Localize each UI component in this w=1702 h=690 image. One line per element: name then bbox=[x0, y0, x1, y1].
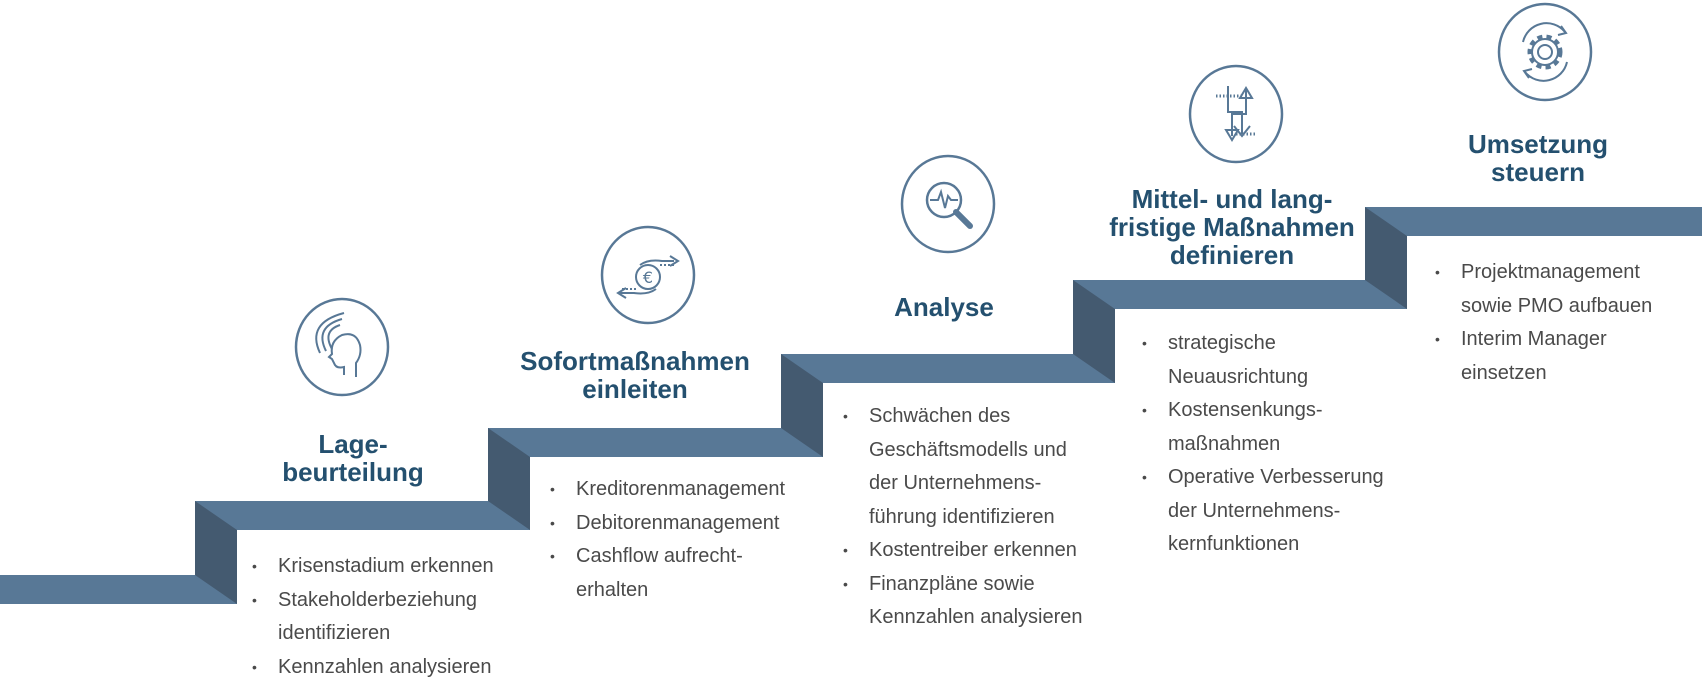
step-bullet-list: • Krisenstadium erkennen • Stakeholderbezie… bbox=[252, 550, 494, 684]
stair-tread bbox=[1365, 207, 1702, 236]
stair-riser bbox=[1365, 207, 1407, 309]
list-item-line: Projektmanagement bbox=[1461, 261, 1640, 283]
svg-text:€: € bbox=[643, 268, 653, 287]
list-item: • Projektmanagement sowie PMO aufbauen bbox=[1435, 256, 1652, 323]
list-item-line: Operative Verbesserung bbox=[1168, 466, 1384, 488]
list-item-line: Krisenstadium erkennen bbox=[278, 555, 494, 577]
list-item-line: Neuausrichtung bbox=[1168, 365, 1309, 388]
list-item-line: maßnahmen bbox=[1168, 432, 1281, 455]
list-item: • Interim Manager einsetzen bbox=[1435, 323, 1652, 390]
list-item-line: Stakeholderbeziehung bbox=[278, 588, 478, 611]
bullet-icon: • bbox=[1142, 469, 1147, 485]
list-item-line: Kostentreiber erkennen bbox=[869, 539, 1077, 561]
head-waves-icon bbox=[292, 297, 392, 397]
bullet-icon: • bbox=[252, 558, 257, 574]
bullet-icon: • bbox=[1142, 402, 1147, 418]
list-item-line: erhalten bbox=[576, 578, 649, 601]
stair-tread bbox=[781, 354, 1115, 383]
bullet-icon: • bbox=[1142, 335, 1147, 351]
list-item: • Kreditorenmanagement bbox=[550, 473, 785, 507]
list-item-line: Kostensenkungs- bbox=[1168, 399, 1323, 421]
list-item-line: Schwächen des bbox=[869, 405, 1011, 427]
list-item-line: einsetzen bbox=[1461, 361, 1547, 384]
step-title-line: Umsetzung bbox=[1467, 129, 1609, 159]
stair-tread bbox=[195, 501, 530, 530]
list-item: • Kostentreiber erkennen bbox=[843, 534, 1083, 568]
list-item-line: kernfunktionen bbox=[1168, 533, 1300, 555]
step-title-line: steuern bbox=[1491, 157, 1585, 187]
step-title-line: einleiten bbox=[582, 374, 688, 404]
gear-cycle-icon bbox=[1495, 2, 1595, 102]
list-item-line: Interim Manager bbox=[1461, 328, 1607, 350]
bullet-icon: • bbox=[1435, 264, 1440, 280]
bullet-icon: • bbox=[843, 542, 848, 558]
list-item: • Stakeholderbeziehung identifizieren bbox=[252, 584, 494, 651]
bullet-icon: • bbox=[550, 514, 555, 531]
euro-exchange-icon: € bbox=[598, 225, 698, 325]
step-title-line: definieren bbox=[1169, 240, 1295, 270]
stair-riser bbox=[1073, 280, 1115, 383]
list-item-line: führung identifizieren bbox=[869, 505, 1055, 528]
step-title-line: Sofortmaßnahmen bbox=[520, 346, 750, 376]
list-item-line: Finanzpläne sowie bbox=[869, 572, 1035, 595]
step-title-line: Mittel- und lang- bbox=[1131, 184, 1333, 214]
list-item-line: strategische bbox=[1168, 332, 1276, 354]
list-item: • Krisenstadium erkennen bbox=[252, 550, 494, 584]
step-bullet-list: • Projektmanagement sowie PMO aufbauen • Int… bbox=[1435, 256, 1652, 390]
bullet-icon: • bbox=[550, 481, 555, 497]
bullet-icon: • bbox=[843, 408, 848, 424]
bullet-icon: • bbox=[1435, 331, 1440, 347]
list-item: • Kostensenkungs-maßnahmen bbox=[1142, 394, 1384, 461]
stair-riser bbox=[781, 354, 823, 457]
list-item-line: der Unternehmens- bbox=[1168, 499, 1341, 522]
list-item: • Kennzahlen analysieren bbox=[252, 651, 494, 685]
step-title: Lage-beurteilung bbox=[203, 430, 503, 486]
stair-riser bbox=[488, 428, 530, 530]
step-title-line: Analyse bbox=[894, 292, 994, 322]
list-item-line: Kennzahlen analysieren bbox=[278, 655, 492, 678]
list-item-line: Debitorenmanagement bbox=[576, 511, 780, 534]
stair-tread bbox=[0, 575, 237, 604]
step-title-line: beurteilung bbox=[282, 457, 424, 487]
list-item: • Debitorenmanagement bbox=[550, 507, 785, 541]
bullet-icon: • bbox=[252, 658, 257, 675]
list-item-line: sowie PMO aufbauen bbox=[1461, 294, 1653, 317]
step-title: Analyse bbox=[794, 293, 1094, 321]
stair-riser bbox=[195, 501, 237, 604]
step-title-line: Lage- bbox=[318, 429, 388, 459]
list-item-line: Kreditorenmanagement bbox=[576, 478, 786, 500]
step-title-line: fristige Maßnahmen bbox=[1109, 212, 1355, 242]
bullet-icon: • bbox=[843, 575, 848, 592]
list-item-line: Cashflow aufrecht- bbox=[576, 545, 743, 567]
list-item-line: Kennzahlen analysieren bbox=[869, 606, 1083, 628]
list-item-line: identifizieren bbox=[278, 622, 391, 644]
bullet-icon: • bbox=[550, 548, 555, 564]
list-item: • Operative Verbesserung der Unternehmens-… bbox=[1142, 461, 1384, 562]
stair-tread bbox=[488, 428, 823, 457]
list-item: • Cashflow aufrecht-erhalten bbox=[550, 540, 785, 607]
up-down-arrows-icon bbox=[1186, 64, 1286, 164]
list-item-line: Geschäftsmodells und bbox=[869, 438, 1067, 461]
magnifier-pulse-icon bbox=[898, 154, 998, 254]
bullet-icon: • bbox=[252, 591, 257, 608]
step-bullet-list: • Kreditorenmanagement • Debitorenmanagemen… bbox=[550, 473, 785, 607]
list-item-line: der Unternehmens- bbox=[869, 472, 1042, 494]
stair-tread bbox=[1073, 280, 1407, 309]
